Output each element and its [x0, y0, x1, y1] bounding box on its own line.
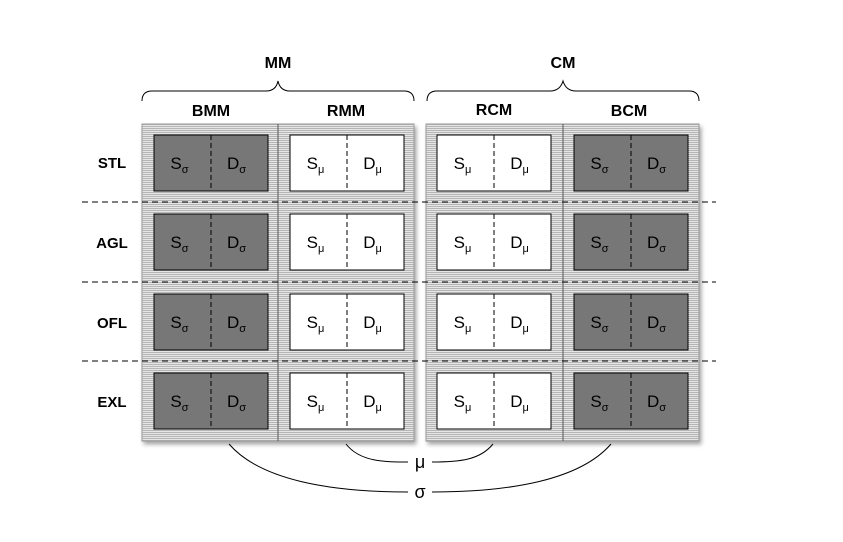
sigma-subscript: σ	[182, 164, 189, 176]
column-label-bmm: BMM	[192, 103, 230, 120]
mu-subscript: μ	[522, 243, 528, 255]
group-label-cm: CM	[551, 55, 576, 72]
brace-cm	[426, 79, 700, 102]
column-label-rmm: RMM	[327, 103, 365, 120]
row-label-agl: AGL	[96, 235, 128, 252]
column-label-rcm: RCM	[476, 102, 512, 119]
sigma-subscript: σ	[659, 402, 666, 414]
sigma-subscript: σ	[182, 402, 189, 414]
mu-subscript: μ	[318, 164, 324, 176]
mu-arc	[345, 443, 494, 463]
group-label-mm: MM	[265, 55, 292, 72]
mu-subscript: μ	[522, 164, 528, 176]
sigma-subscript: σ	[239, 243, 246, 255]
sigma-subscript: σ	[602, 164, 609, 176]
sigma-subscript: σ	[239, 323, 246, 335]
sigma-subscript: σ	[182, 323, 189, 335]
sigma-subscript: σ	[659, 243, 666, 255]
sigma-subscript: σ	[239, 164, 246, 176]
sigma-subscript: σ	[659, 323, 666, 335]
mu-subscript: μ	[522, 323, 528, 335]
mu-label: μ	[415, 452, 425, 472]
mu-subscript: μ	[375, 164, 381, 176]
mu-subscript: μ	[318, 243, 324, 255]
sigma-subscript: σ	[182, 243, 189, 255]
brace-mm	[141, 80, 415, 102]
mu-subscript: μ	[465, 164, 471, 176]
mu-subscript: μ	[318, 323, 324, 335]
row-label-stl: STL	[98, 155, 126, 172]
sigma-label: σ	[414, 482, 425, 502]
sigma-subscript: σ	[602, 243, 609, 255]
row-label-ofl: OFL	[97, 315, 127, 332]
sigma-subscript: σ	[239, 402, 246, 414]
sigma-subscript: σ	[602, 402, 609, 414]
mu-subscript: μ	[375, 402, 381, 414]
mu-subscript: μ	[465, 323, 471, 335]
sigma-subscript: σ	[602, 323, 609, 335]
mu-subscript: μ	[375, 323, 381, 335]
mu-subscript: μ	[375, 243, 381, 255]
mu-subscript: μ	[522, 402, 528, 414]
sigma-arc	[228, 443, 612, 493]
mu-subscript: μ	[465, 243, 471, 255]
row-label-exl: EXL	[97, 394, 126, 411]
sigma-subscript: σ	[659, 164, 666, 176]
mu-subscript: μ	[318, 402, 324, 414]
column-label-bcm: BCM	[611, 103, 647, 120]
mu-subscript: μ	[465, 402, 471, 414]
